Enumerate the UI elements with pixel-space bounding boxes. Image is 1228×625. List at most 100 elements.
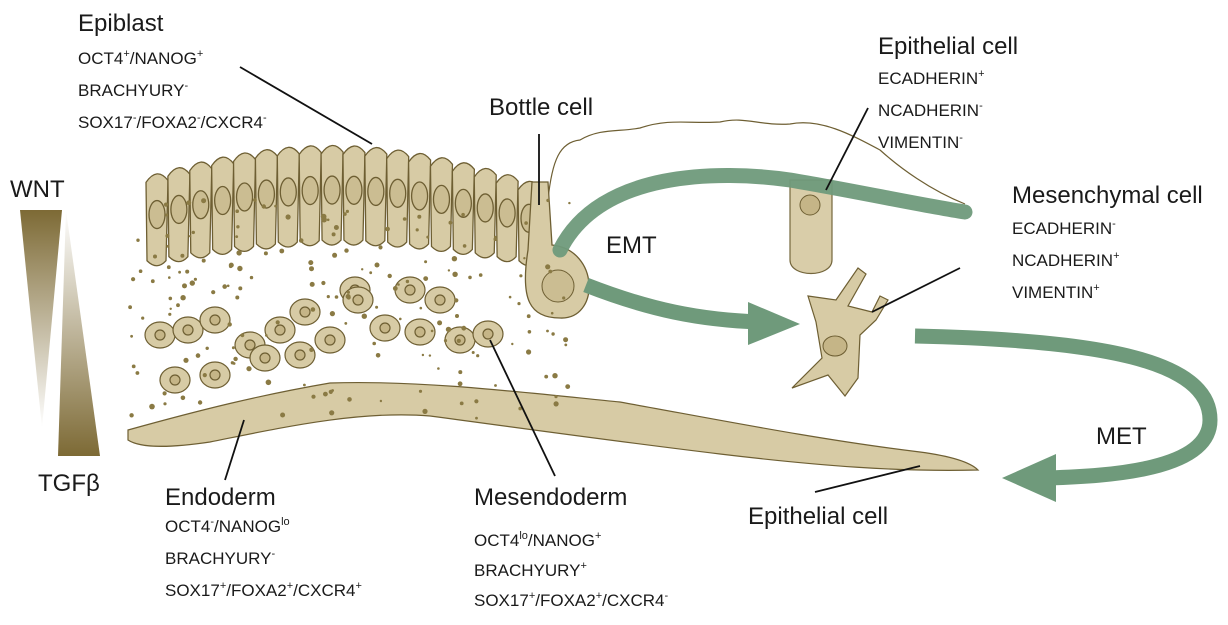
epithelial-top-title: Epithelial cell <box>878 33 1018 61</box>
epiblast-nucleus <box>302 177 318 205</box>
granule-dot <box>344 248 348 252</box>
mesendoderm-title: Mesendoderm <box>474 484 627 512</box>
granule-dot <box>235 235 238 238</box>
mesendoderm-nucleus <box>353 295 363 305</box>
granule-dot <box>211 290 215 294</box>
granule-dot <box>238 286 242 290</box>
epiblast-nucleus <box>258 180 274 208</box>
marker-superscript: - <box>979 100 983 112</box>
granule-dot <box>189 235 191 237</box>
granule-dot <box>264 251 268 255</box>
met-label: MET <box>1096 423 1147 451</box>
epiblast-nucleus <box>280 178 296 206</box>
granule-dot <box>335 295 339 299</box>
marker-line: OCT4lo/NANOG+ <box>474 532 601 550</box>
granule-dot <box>176 303 180 307</box>
emt-arrowhead <box>748 302 800 345</box>
granule-dot <box>327 219 330 222</box>
granule-dot <box>206 347 209 350</box>
marker-superscript: - <box>263 112 267 124</box>
granule-dot <box>564 344 567 347</box>
granule-dot <box>299 238 304 243</box>
granule-dot <box>527 314 531 318</box>
marker-superscript: + <box>580 560 586 572</box>
granule-dot <box>424 260 427 263</box>
granule-dot <box>241 333 245 337</box>
granule-dot <box>253 198 257 202</box>
granule-dot <box>546 330 549 333</box>
granule-dot <box>422 354 424 356</box>
granule-dot <box>250 276 253 279</box>
mesendoderm-nucleus <box>295 350 305 360</box>
marker-text: ECADHERIN <box>878 69 978 88</box>
granule-dot <box>376 353 381 358</box>
wnt-label: WNT <box>10 176 65 204</box>
marker-text: NCADHERIN <box>878 101 979 120</box>
granule-dot <box>141 317 144 320</box>
epiblast-nucleus <box>324 176 340 204</box>
granule-dot <box>494 384 497 387</box>
granule-dot <box>222 284 227 289</box>
marker-line: OCT4+/NANOG+ <box>78 50 203 68</box>
epiblast-nucleus <box>193 191 209 219</box>
mesendoderm-nucleus <box>170 375 180 385</box>
epiblast-layer <box>146 145 540 265</box>
granule-dot <box>182 283 187 288</box>
granule-dot <box>286 214 291 219</box>
granule-dot <box>551 312 554 315</box>
marker-text: BRACHYURY <box>165 549 271 568</box>
epiblast-title: Epiblast <box>78 10 163 38</box>
marker-text: VIMENTIN <box>1012 283 1093 302</box>
granule-dot <box>347 397 352 402</box>
granule-dot <box>461 326 466 331</box>
epiblast-nucleus <box>499 199 515 227</box>
granule-dot <box>153 255 157 259</box>
granule-dot <box>369 271 372 274</box>
granule-dot <box>460 402 464 406</box>
marker-superscript: - <box>271 548 275 560</box>
marker-text: OCT4 <box>474 531 519 550</box>
epiblast-nucleus <box>346 176 362 204</box>
granule-dot <box>454 298 458 302</box>
epithelial-bottom-title: Epithelial cell <box>748 503 888 531</box>
granule-dot <box>361 268 363 270</box>
marker-superscript: + <box>197 48 203 60</box>
granule-dot <box>274 205 277 208</box>
emt-arrow-lower <box>586 285 760 322</box>
granule-dot <box>330 311 335 316</box>
marker-text: SOX17 <box>474 591 529 610</box>
epiblast-nucleus <box>368 177 384 205</box>
granule-dot <box>235 296 239 300</box>
granule-dot <box>420 307 423 310</box>
mesendoderm-nucleus <box>210 315 220 325</box>
granule-dot <box>232 346 235 349</box>
granule-dot <box>362 314 367 319</box>
marker-text: /CXCR4 <box>293 581 355 600</box>
marker-line: BRACHYURY- <box>165 550 275 568</box>
granule-dot <box>180 254 184 258</box>
granule-dot <box>163 402 166 405</box>
granule-dot <box>344 322 347 325</box>
granule-dot <box>311 307 316 312</box>
granule-dot <box>180 295 185 300</box>
granule-dot <box>378 245 382 249</box>
granule-dot <box>265 334 268 337</box>
granule-dot <box>181 396 186 401</box>
granule-dot <box>563 337 568 342</box>
mesendoderm-nucleus <box>155 330 165 340</box>
granule-dot <box>194 278 197 281</box>
marker-superscript: - <box>184 80 188 92</box>
mesendoderm-nucleus <box>260 353 270 363</box>
marker-text: /NANOG <box>528 531 595 550</box>
marker-text: /CXCR4 <box>602 591 664 610</box>
granule-dot <box>444 339 447 342</box>
marker-line: BRACHYURY- <box>78 82 188 100</box>
granule-dot <box>476 354 479 357</box>
mesendoderm-nucleus <box>405 285 415 295</box>
epiblast-nucleus <box>149 201 165 229</box>
granule-dot <box>346 210 349 213</box>
granule-dot <box>526 349 531 354</box>
granule-dot <box>229 265 233 269</box>
granule-dot <box>457 339 461 343</box>
marker-text: /FOXA2 <box>535 591 595 610</box>
